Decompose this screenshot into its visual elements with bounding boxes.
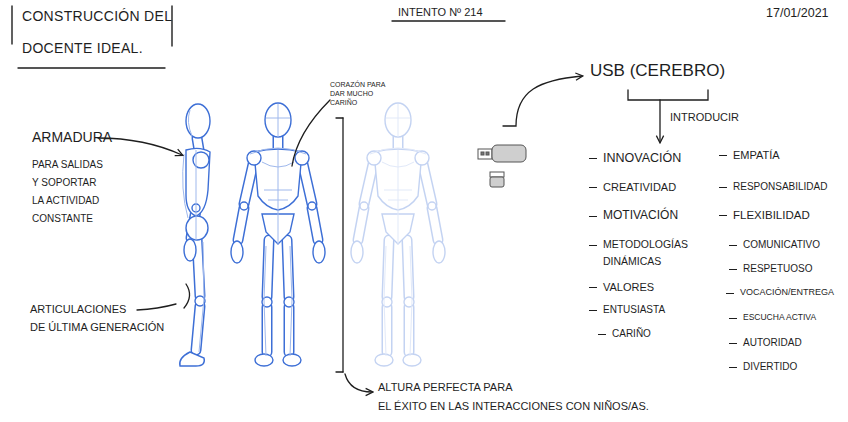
list-item: METODOLOGÍAS DINÁMICAS (603, 236, 703, 270)
usb-heading: USB (CEREBRO) (590, 60, 725, 81)
list-item: INNOVACIÓN (603, 150, 681, 166)
list-item: ENTUSIASTA (603, 303, 665, 316)
list-item: COMUNICATIVO (743, 238, 820, 251)
bullet-dash (729, 343, 737, 344)
list-item: AUTORIDAD (743, 336, 802, 349)
list-item: RESPETUOSO (743, 262, 812, 275)
bullet-dash (589, 310, 597, 311)
bullet-dash (729, 245, 737, 246)
list-item: VALORES (603, 280, 654, 294)
list-item: CREATIVIDAD (603, 180, 676, 194)
list-item: EMPATÍA (733, 148, 780, 162)
bullet-dash (719, 155, 727, 156)
callout-note: CORAZÓN PARA DAR MUCHO CARIÑO (330, 80, 390, 107)
callout-note: ALTURA PERFECTA PARA EL ÉXITO EN LAS INT… (378, 378, 713, 416)
arrow-label: INTRODUCIR (670, 110, 739, 124)
attempt-number: INTENTO Nº 214 (398, 5, 483, 19)
bullet-dash (729, 367, 737, 368)
list-item: RESPONSABILIDAD (733, 180, 827, 193)
first-line-spacer (523, 378, 713, 397)
bullet-dash (729, 269, 737, 270)
callout-heading: ARMADURA (32, 128, 112, 146)
bullet-dash (719, 187, 727, 188)
bullet-dash (598, 334, 606, 335)
bullet-dash (589, 245, 597, 246)
bullet-dash (589, 287, 597, 288)
bullet-dash (589, 216, 597, 217)
list-item: ESCUCHA ACTIVA (743, 312, 816, 323)
list-item: VOCACIÓN/ENTREGA (740, 287, 834, 298)
date: 17/01/2021 (766, 5, 829, 21)
list-item: CARIÑO (612, 327, 651, 340)
diagram-title: CONSTRUCCIÓN DEL DOCENTE IDEAL. (22, 0, 182, 64)
bullet-dash (589, 187, 597, 188)
bullet-dash (719, 215, 727, 216)
list-item: DIVERTIDO (743, 360, 797, 373)
list-item: FLEXIBILIDAD (733, 208, 810, 222)
callout-note: PARA SALIDAS Y SOPORTAR LA ACTIVIDAD CON… (32, 156, 110, 228)
bullet-dash (589, 158, 597, 159)
callout-note: ARTICULACIONES DE ÚLTIMA GENERACIÓN (30, 300, 180, 336)
bullet-dash (729, 318, 737, 319)
list-item: MOTIVACIÓN (603, 208, 678, 223)
bullet-dash (726, 293, 734, 294)
first-line-spacer (142, 300, 180, 318)
